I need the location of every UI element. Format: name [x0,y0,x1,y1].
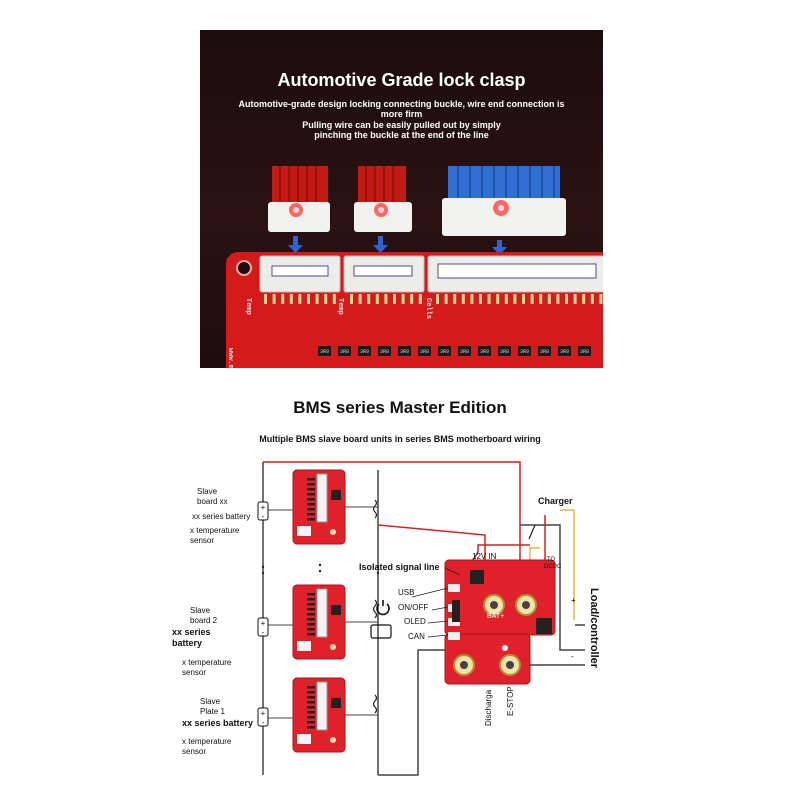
smd-resistor [438,346,451,356]
to-dcdc-label-1: TO [547,557,556,563]
insert-arrows [288,236,507,255]
silk-temp-2: Temp [336,298,344,315]
smd-resistor [378,346,391,356]
silk-url: www.m [226,348,234,368]
connector-illustration [268,166,566,255]
smd-resistor [318,346,331,356]
resistor-code: 3R0 [360,349,369,355]
panel-title: Automotive Grade lock clasp [277,70,526,90]
discharge-label: Discharga [484,689,493,726]
resistor-code: 3R0 [320,349,329,355]
lock-clasp-photo-panel: Automotive Grade lock clasp Automotive-g… [200,30,603,368]
slave-2-name-2: board 2 [190,616,218,625]
battery-1-minus: - [262,718,265,727]
slave-xx-name-2: board xx [197,497,228,506]
battery-xx-minus: - [262,512,265,521]
smd-resistor [578,346,591,356]
slave-xx-temp-2: sensor [190,536,215,545]
battery-symbols [257,501,269,727]
plug-red-small-1 [268,166,330,232]
slave-xx-name-1: Slave [197,487,218,496]
slave-1-battery: xx series battery [182,718,254,728]
slave-1-temp-1: x temperature [182,737,232,746]
oled-label: OLED [404,617,426,626]
silk-temp-1: Temp [244,298,252,315]
resistor-code: 3R0 [460,349,469,355]
load-controller-label: Load/controller [588,588,600,669]
slave-2-temp-2: sensor [182,668,207,677]
power-icon [376,600,390,616]
slave-1-name-2: Plate 1 [200,707,225,716]
battery-1-plus: + [261,709,266,718]
slave-xx-battery: xx series battery [192,512,251,521]
usb-label: USB [398,588,415,597]
on-off-label: ON/OFF [398,603,429,612]
charger-negative-wire [520,524,585,651]
resistor-code: 3R0 [420,349,429,355]
silk-cells: Cells [424,298,432,320]
slave-board-2 [268,584,378,660]
resistor-code: 3R0 [560,349,569,355]
load-plus-sign: + [571,596,576,605]
slave-1-name-1: Slave [200,697,221,706]
smd-resistor [558,346,571,356]
smd-resistor [358,346,371,356]
resistor-code: 3R0 [440,349,449,355]
resistor-code: 3R0 [500,349,509,355]
resistor-code: 3R0 [520,349,529,355]
charger-label: Charger [538,496,573,506]
slave-2-battery-1: xx series [172,627,211,637]
oled-display-icon [370,624,392,639]
isolated-signal-label: Isolated signal line [359,562,440,572]
slave-1-temp-2: sensor [182,747,207,756]
resistor-code: 3R0 [580,349,589,355]
battery-xx-plus: + [261,503,266,512]
slave-xx-temp-1: x temperature [190,526,240,535]
smd-resistor [338,346,351,356]
slave-2-name-1: Slave [190,606,211,615]
master-board [444,559,556,685]
slave-board-xx [268,469,378,545]
smd-resistor [498,346,511,356]
plug-blue-large [442,166,566,236]
resistor-code: 3R0 [540,349,549,355]
smd-resistor [398,346,411,356]
resistor-code: 3R0 [400,349,409,355]
panel-desc-line-2: more firm [380,109,423,119]
resistor-code: 3R0 [480,349,489,355]
resistor-code: 3R0 [340,349,349,355]
smd-resistor [518,346,531,356]
master-edition-title: BMS series Master Edition [293,398,507,417]
load-minus-sign: - [571,652,574,661]
smd-resistor [418,346,431,356]
plug-red-small-2 [354,166,412,232]
resistor-code: 3R0 [380,349,389,355]
battery-2-minus: - [262,628,265,637]
slave-2-temp-1: x temperature [182,658,232,667]
series-continuation-dots [261,563,380,575]
12v-in-label: 12V IN [472,552,497,561]
can-label: CAN [408,632,425,641]
fuse-symbols [372,499,536,714]
smd-resistor [538,346,551,356]
wiring-diagram: + - + - + - [257,461,585,776]
panel-desc-line-4: pinching the buckle at the end of the li… [314,130,489,140]
pcb-board: 3R0 3R0 3R0 3R0 3R0 3R0 3R0 3R0 3R0 3R0 3R0 3R0 3R0 3… [226,252,603,368]
smd-resistor [458,346,471,356]
to-dcdc-label-2: DCDC [544,564,562,570]
top-positive-wire [263,461,521,560]
charger-positive-wire [560,509,575,620]
port-leader-lines [411,567,461,638]
estop-label: E-STOP [506,686,515,716]
battery-2-plus: + [261,619,266,628]
slave-2-battery-2: battery [172,638,203,648]
smd-resistor [478,346,491,356]
panel-desc-line-1: Automotive-grade design locking connecti… [238,99,565,109]
master-edition-subtitle: Multiple BMS slave board units in series… [259,434,541,444]
panel-desc-line-3: Pulling wire can be easily pulled out by… [302,120,501,130]
bat-plus-label: BAT+ [487,613,505,620]
slave-board-1 [268,677,378,753]
